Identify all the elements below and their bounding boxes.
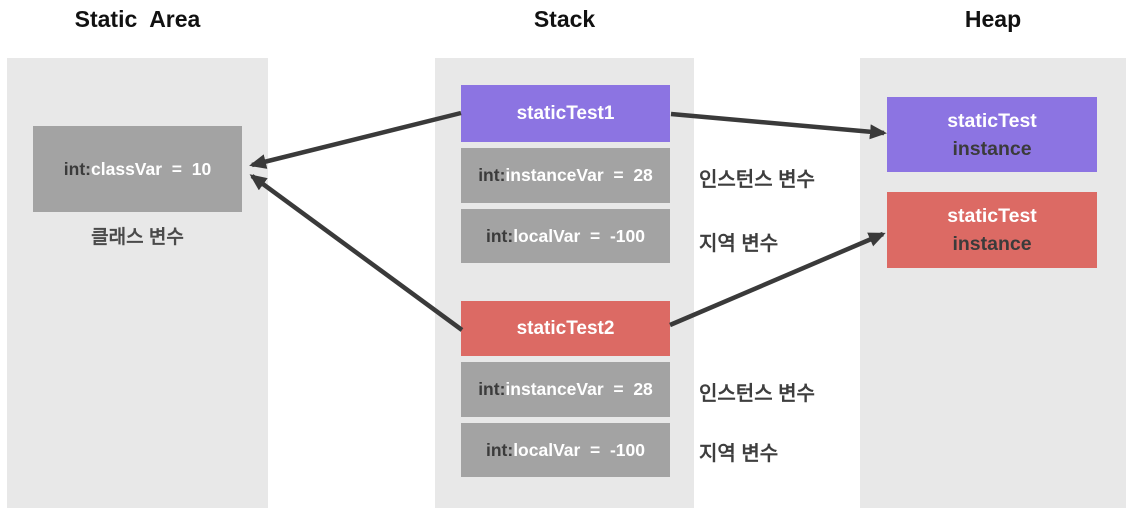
- arrow-statictest2-to-classvar: [249, 174, 464, 332]
- heap-panel: staticTest instance staticTest instance: [860, 58, 1126, 508]
- statictest1-label: staticTest1: [516, 102, 615, 124]
- statictest2-localvar-type-prefix: int:: [485, 439, 514, 460]
- local-var-label-2: 지역 변수: [699, 443, 779, 465]
- statictest2-label: staticTest2: [516, 317, 615, 339]
- statictest1-frame-header: staticTest1: [461, 85, 670, 142]
- statictest1-localvar-value: localVar = -100: [513, 225, 646, 246]
- heap-instance2-class: staticTest: [947, 205, 1037, 227]
- classvar-value: classVar = 10: [91, 158, 212, 179]
- instance-var-label-2: 인스턴스 변수: [699, 383, 815, 405]
- statictest2-instancevar-value: instanceVar = 28: [505, 379, 653, 399]
- statictest1-instancevar-value: instanceVar = 28: [505, 165, 653, 185]
- static-area-panel: int:classVar = 10 클래스 변수: [7, 58, 268, 508]
- classvar-type-prefix: int:: [63, 158, 92, 179]
- statictest1-localvar-text: int:localVar = -100: [486, 226, 645, 247]
- statictest1-instancevar-text: int:instanceVar = 28: [478, 165, 653, 186]
- static-area-title: Static Area: [74, 6, 201, 32]
- statictest1-localvar-box: int:localVar = -100: [461, 209, 670, 263]
- heap-instance2-box: staticTest instance: [887, 192, 1097, 268]
- heap-instance2-label: instance: [952, 233, 1032, 255]
- statictest2-localvar-box: int:localVar = -100: [461, 423, 670, 477]
- heap-instance1-box: staticTest instance: [887, 97, 1097, 172]
- arrow-statictest1-to-heap-instance1: [670, 111, 887, 140]
- statictest2-instancevar-text: int:instanceVar = 28: [478, 379, 653, 400]
- classvar-box: int:classVar = 10: [33, 126, 242, 212]
- statictest2-frame-header: staticTest2: [461, 301, 670, 356]
- classvar-text: int:classVar = 10: [64, 159, 211, 180]
- stack-panel: staticTest1 int:instanceVar = 28 int:loc…: [435, 58, 694, 508]
- classvar-caption: 클래스 변수: [91, 227, 184, 248]
- statictest1-instancevar-type-prefix: int:: [478, 165, 506, 185]
- statictest1-localvar-type-prefix: int:: [485, 225, 514, 246]
- heap-instance1-class: staticTest: [947, 109, 1037, 132]
- heap-title: Heap: [964, 6, 1022, 32]
- heap-instance1-label: instance: [952, 137, 1032, 160]
- statictest2-instancevar-type-prefix: int:: [478, 379, 506, 399]
- statictest1-instancevar-box: int:instanceVar = 28: [461, 148, 670, 203]
- arrow-statictest1-to-classvar: [249, 110, 462, 169]
- instance-var-label-1: 인스턴스 변수: [699, 169, 815, 191]
- local-var-label-1: 지역 변수: [699, 233, 779, 255]
- stack-title: Stack: [533, 6, 596, 32]
- statictest2-localvar-text: int:localVar = -100: [486, 440, 645, 461]
- statictest2-localvar-value: localVar = -100: [513, 439, 646, 460]
- statictest2-instancevar-box: int:instanceVar = 28: [461, 362, 670, 417]
